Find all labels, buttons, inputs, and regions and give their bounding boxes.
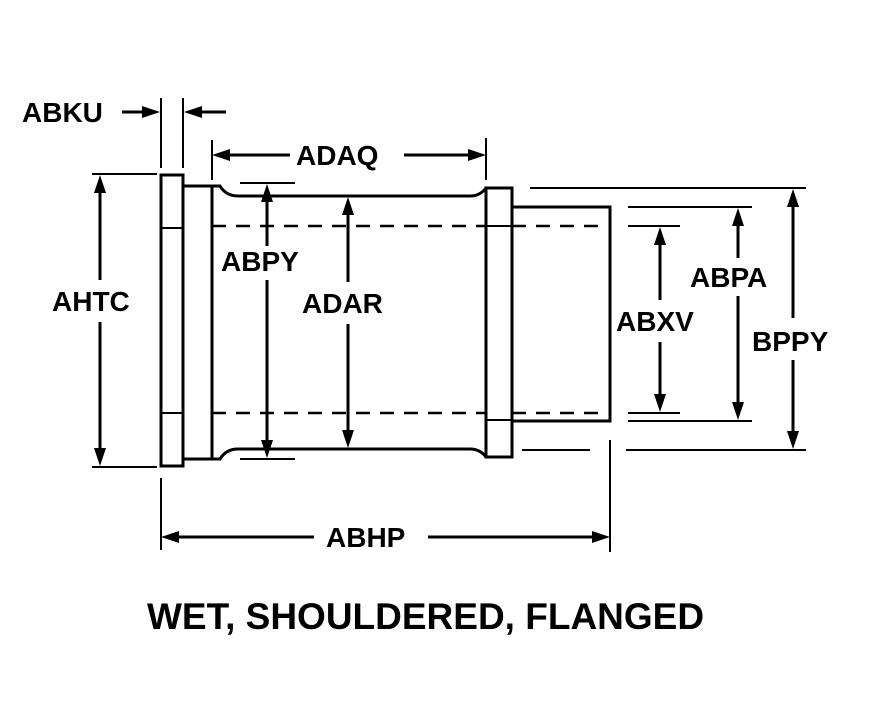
label-abpy: ABPY bbox=[221, 246, 299, 277]
spigot-end bbox=[512, 205, 612, 423]
label-abxv: ABXV bbox=[616, 306, 694, 337]
label-ahtc: AHTC bbox=[52, 286, 130, 317]
extension-lines bbox=[92, 98, 806, 552]
label-adaq: ADAQ bbox=[296, 140, 378, 171]
shoulder-collar bbox=[183, 184, 214, 461]
label-abpa: ABPA bbox=[690, 262, 767, 293]
dimension-labels: ABKU ADAQ AHTC ABPY ADAR ABXV ABPA BPPY … bbox=[22, 97, 829, 553]
right-collar bbox=[484, 186, 514, 459]
label-bppy: BPPY bbox=[752, 326, 829, 357]
label-adar: ADAR bbox=[302, 288, 383, 319]
label-abku: ABKU bbox=[22, 97, 103, 128]
dimension-lines bbox=[94, 106, 799, 543]
body-bottom-edge bbox=[212, 447, 488, 461]
diagram-caption: WET, SHOULDERED, FLANGED bbox=[147, 596, 704, 637]
body-top-edge bbox=[212, 184, 488, 198]
flange bbox=[159, 173, 185, 468]
part-outline bbox=[159, 173, 612, 468]
label-abhp: ABHP bbox=[326, 522, 405, 553]
